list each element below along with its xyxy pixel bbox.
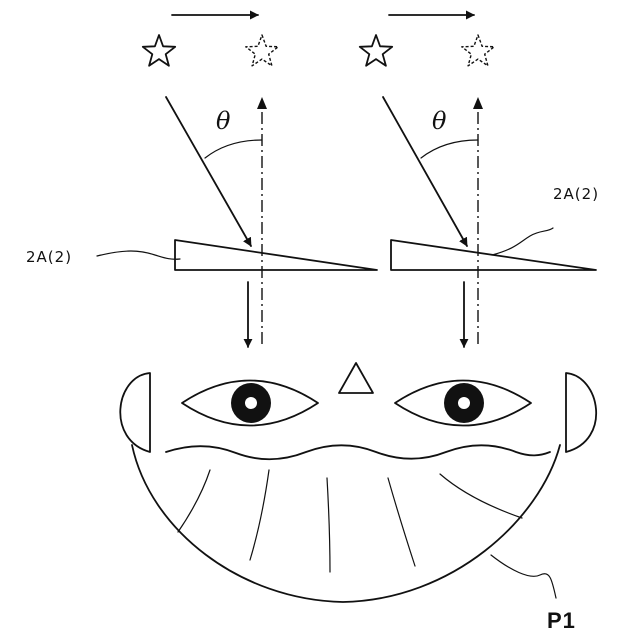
right-upward-arrowhead (473, 97, 483, 109)
left-theta-label: θ (216, 107, 231, 135)
left-angle-arc (205, 140, 262, 158)
wavy-line (166, 445, 550, 459)
right-leader-line (492, 228, 553, 255)
right-incident-ray (383, 97, 467, 246)
left-wedge-prism (175, 240, 377, 270)
right-source-star-icon (360, 35, 392, 66)
left-apparent-star-icon (246, 35, 278, 66)
left-leader-line (97, 251, 180, 259)
face-reference-label: P1 (547, 608, 576, 633)
right-apparent-star-icon (462, 35, 494, 66)
face-stroke-5 (440, 474, 522, 518)
left-ear (120, 373, 150, 452)
face-outline (132, 445, 560, 602)
right-ear (566, 373, 596, 452)
face-stroke-1 (178, 470, 210, 532)
right-angle-arc (421, 140, 478, 158)
left-upward-arrowhead (257, 97, 267, 109)
nose-triangle (339, 363, 373, 393)
face-stroke-4 (388, 478, 415, 566)
right-reference-label: 2A(2) (553, 185, 599, 203)
right-theta-label: θ (432, 107, 447, 135)
face-stroke-2 (250, 470, 269, 560)
face-leader-line (491, 555, 556, 598)
face-stroke-3 (327, 478, 330, 572)
right-pupil-highlight (458, 397, 470, 409)
right-optical-unit: θ 2A(2) (360, 15, 599, 347)
left-source-star-icon (143, 35, 175, 66)
face-p1: P1 (120, 363, 596, 633)
left-incident-ray (166, 97, 251, 246)
left-optical-unit: θ 2A(2) (26, 15, 377, 347)
left-pupil-highlight (245, 397, 257, 409)
left-reference-label: 2A(2) (26, 248, 72, 266)
